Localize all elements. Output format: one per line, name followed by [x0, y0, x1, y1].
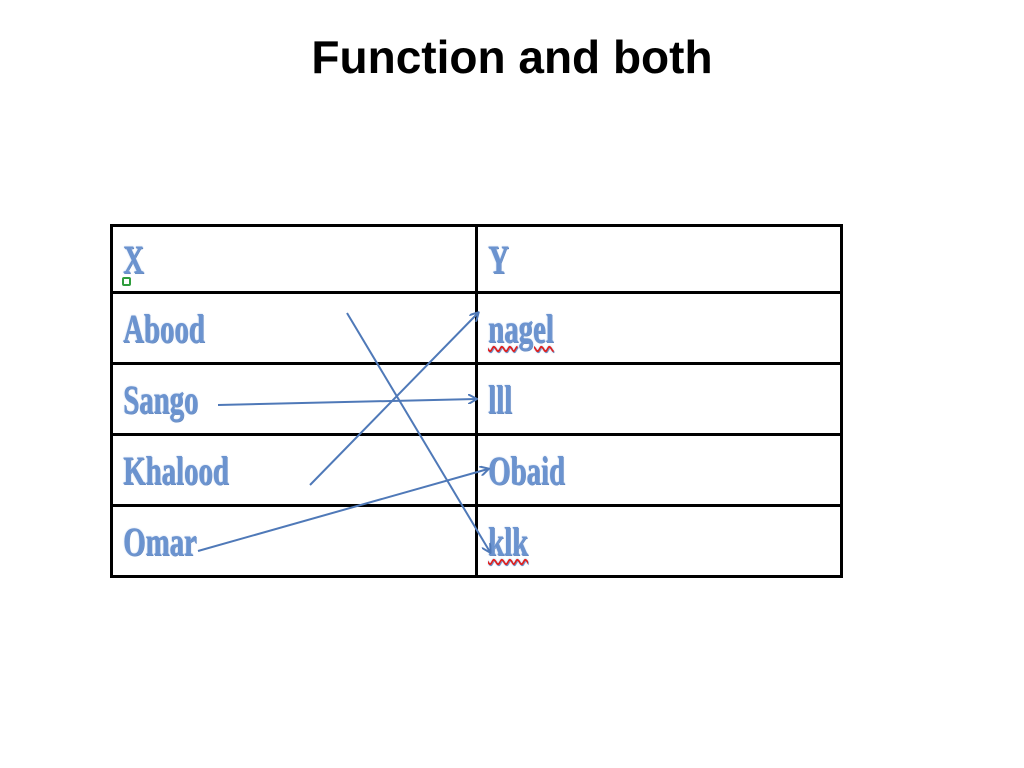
slide-title: Function and both	[311, 31, 713, 83]
spellcheck-marker-icon	[122, 277, 131, 286]
table-row: Omar klk	[110, 504, 843, 578]
x-value: Abood	[123, 305, 205, 351]
y-cell-klk: klk	[475, 504, 843, 578]
arrow-omar-to-obaid	[197, 469, 488, 552]
arrow-sango-to-lll	[217, 399, 476, 406]
mapping-table: X Y Abood nagel Sango lll Khalood Obaid …	[110, 224, 843, 578]
x-value: Omar	[123, 518, 197, 564]
x-value: Sango	[123, 376, 199, 422]
x-cell-sango: Sango	[110, 362, 478, 436]
x-cell-omar: Omar	[110, 504, 478, 578]
y-cell-lll: lll	[475, 362, 843, 436]
x-cell-abood: Abood	[110, 291, 478, 365]
y-value: klk	[488, 518, 529, 564]
table-row: Khalood Obaid	[110, 433, 843, 507]
table-header-row: X Y	[110, 224, 843, 294]
table-row: Sango lll	[110, 362, 843, 436]
y-cell-nagel: nagel	[475, 291, 843, 365]
table-row: Abood nagel	[110, 291, 843, 365]
x-cell-khalood: Khalood	[110, 433, 478, 507]
x-value: Khalood	[123, 447, 229, 493]
y-value: Obaid	[488, 447, 565, 493]
arrow-khalood-to-nagel	[309, 313, 478, 486]
y-value: lll	[488, 376, 513, 422]
arrow-abood-to-klk	[346, 312, 490, 552]
y-cell-obaid: Obaid	[475, 433, 843, 507]
header-x: X	[110, 224, 478, 294]
y-value: nagel	[488, 305, 554, 351]
header-y: Y	[475, 224, 843, 294]
